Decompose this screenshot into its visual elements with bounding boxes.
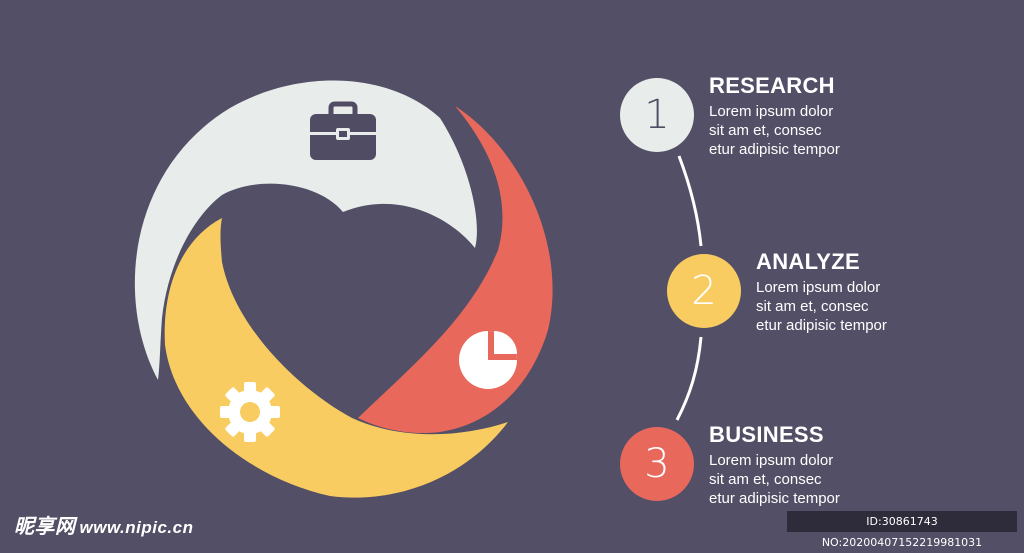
step-1-line-1: Lorem ipsum dolor: [709, 103, 834, 120]
step-3-line-2: sit am et, consec: [709, 471, 822, 488]
step-1-title: RESEARCH: [709, 73, 835, 98]
step-3-number: 3: [644, 441, 670, 487]
step-1-number: 1: [644, 92, 670, 138]
step-1-line-2: sit am et, consec: [709, 122, 822, 139]
watermark-site: www.nipic.cn: [79, 518, 194, 537]
step-1-line-3: etur adipisic tempor: [709, 141, 840, 158]
step-2-title: ANALYZE: [756, 249, 860, 274]
step-3-line-1: Lorem ipsum dolor: [709, 452, 834, 469]
step-3-text: BUSINESS Lorem ipsum dolor sit am et, co…: [709, 423, 840, 508]
segment-research: [134, 80, 477, 380]
image-id-text: ID:30861743 NO:20200407152219981031: [821, 515, 983, 549]
connector-line: [675, 336, 703, 421]
gear-icon: [220, 382, 280, 442]
cycle-diagram: [134, 80, 703, 498]
step-2-line-1: Lorem ipsum dolor: [756, 279, 881, 296]
step-2-circle: 2: [667, 254, 741, 328]
step-1-text: RESEARCH Lorem ipsum dolor sit am et, co…: [709, 74, 840, 159]
briefcase-icon: [310, 101, 376, 160]
step-2-number: 2: [691, 268, 717, 314]
step-2-line-3: etur adipisic tempor: [756, 317, 887, 334]
pie-chart-icon: [459, 331, 517, 389]
connector-line: [677, 155, 703, 247]
step-2-line-2: sit am et, consec: [756, 298, 869, 315]
image-id-bar: ID:30861743 NO:20200407152219981031: [787, 511, 1017, 549]
step-3-circle: 3: [620, 427, 694, 501]
watermark-brand: 昵享网: [14, 516, 76, 538]
step-1-circle: 1: [620, 78, 694, 152]
step-3-title: BUSINESS: [709, 422, 824, 447]
step-2-text: ANALYZE Lorem ipsum dolor sit am et, con…: [756, 250, 887, 335]
step-3-line-3: etur adipisic tempor: [709, 490, 840, 507]
